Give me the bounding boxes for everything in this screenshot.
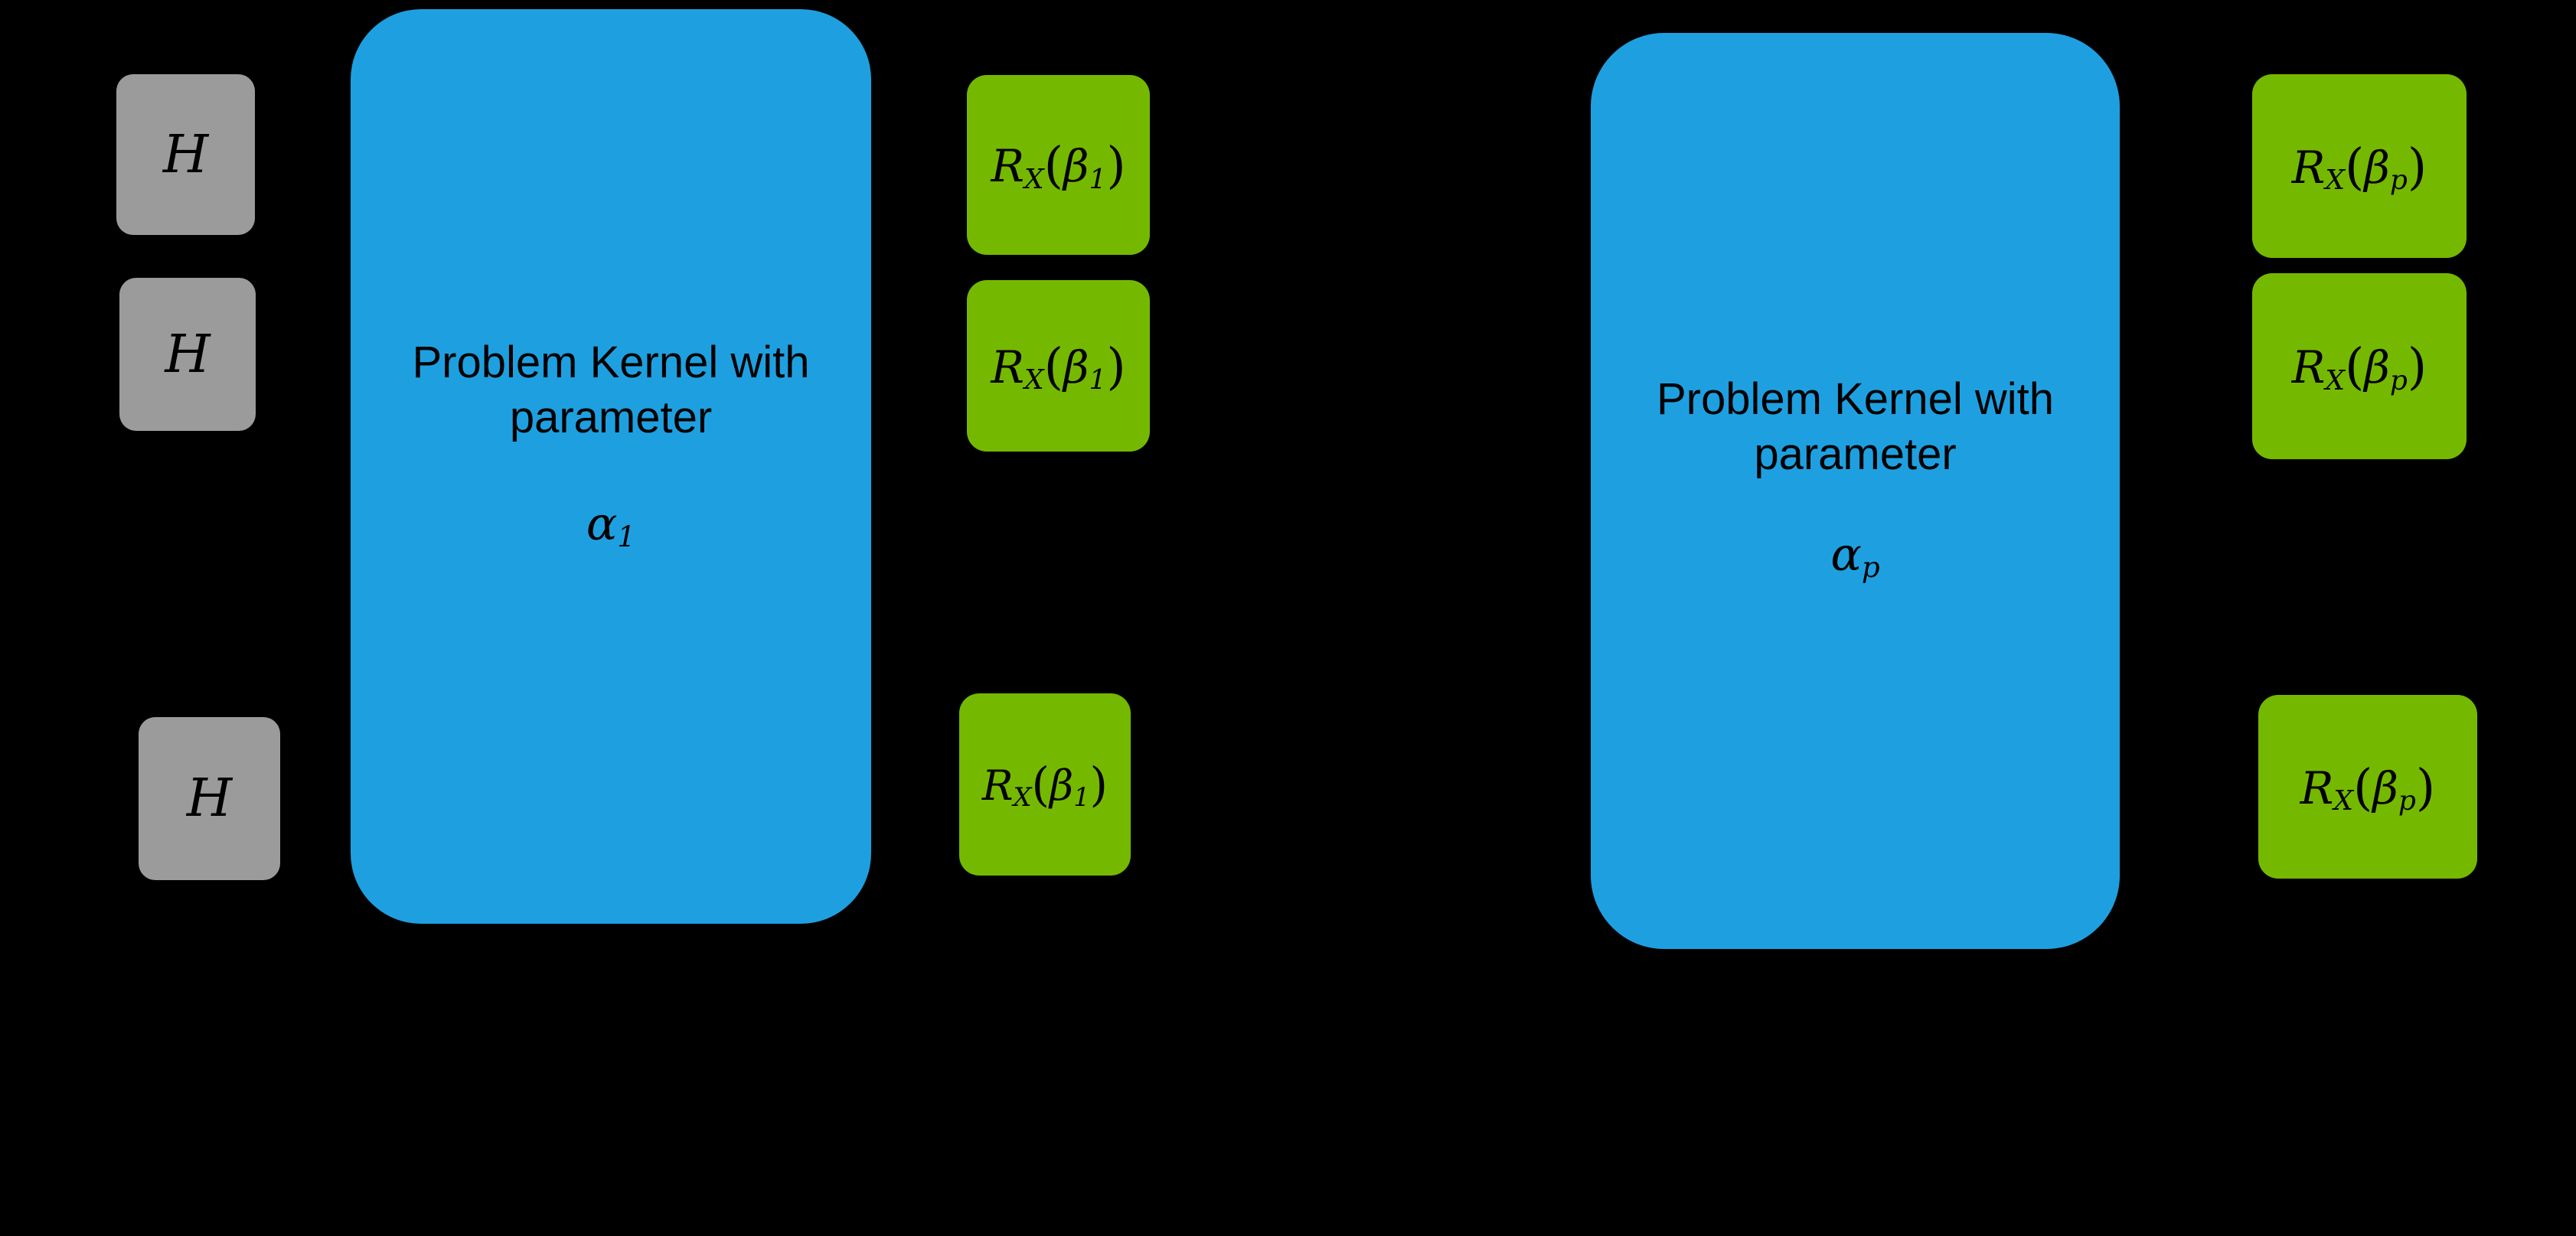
alpha-subscript: p [1861, 550, 1880, 584]
kernel-title-line1: Problem Kernel with [1657, 374, 2054, 424]
rx-mixer-gate: RX(βp) [2258, 695, 2477, 879]
paren-open: ( [2353, 758, 2373, 817]
beta-subscript: 1 [1089, 364, 1107, 396]
hadamard-gate-label: H [162, 124, 209, 185]
rx-gate-label: RX(β1) [991, 338, 1126, 396]
rx-mixer-gate: RX(β1) [967, 280, 1150, 452]
rx-symbol: R [991, 140, 1024, 192]
paren-open: ( [2345, 138, 2365, 196]
alpha-subscript: 1 [617, 519, 636, 553]
rx-axis-subscript: X [1013, 782, 1032, 813]
rx-gate-label: RX(βp) [2291, 138, 2427, 197]
rx-axis-subscript: X [1024, 163, 1044, 195]
kernel-title-line2: parameter [509, 393, 713, 442]
paren-open: ( [2345, 338, 2365, 396]
paren-close: ) [1106, 338, 1126, 396]
hadamard-gate: H [119, 278, 256, 431]
rx-axis-subscript: X [1024, 364, 1044, 396]
beta-symbol: β [1063, 140, 1089, 192]
rx-symbol: R [2291, 341, 2326, 393]
rx-symbol: R [991, 341, 1024, 393]
rx-gate-label: RX(β1) [991, 136, 1125, 194]
alpha-symbol: α [1830, 528, 1862, 582]
beta-symbol: β [2364, 341, 2390, 393]
rx-gate-label: RX(βp) [2291, 338, 2427, 396]
paren-open: ( [1043, 338, 1063, 396]
rx-mixer-gate: RX(β1) [959, 693, 1131, 876]
hadamard-gate: H [116, 74, 255, 235]
rx-gate-label: RX(β1) [981, 758, 1108, 813]
rx-symbol: R [2300, 761, 2334, 814]
kernel-title-line2: parameter [1754, 429, 1957, 479]
hadamard-gate: H [139, 717, 280, 880]
problem-kernel-title: Problem Kernel with parameter [351, 335, 871, 445]
rx-mixer-gate: RX(β1) [967, 75, 1150, 255]
paren-close: ) [2407, 338, 2427, 396]
alpha-symbol: α [586, 497, 618, 551]
kernel-parameter-alphap: αp [1591, 528, 2120, 584]
problem-kernel-alphap-block: Problem Kernel with parameter αp [1591, 33, 2120, 949]
rx-axis-subscript: X [2325, 364, 2346, 396]
beta-subscript: 1 [1073, 782, 1090, 813]
beta-symbol: β [2364, 141, 2390, 194]
paren-close: ) [1089, 758, 1108, 813]
beta-symbol: β [2372, 761, 2398, 814]
beta-subscript: p [2398, 785, 2416, 817]
rx-symbol: R [2291, 141, 2326, 194]
paren-close: ) [2415, 758, 2436, 817]
beta-subscript: p [2389, 364, 2408, 396]
hadamard-gate-label: H [165, 324, 211, 385]
paren-open: ( [1031, 758, 1050, 813]
paren-close: ) [1106, 137, 1126, 195]
rx-axis-subscript: X [2325, 165, 2346, 197]
kernel-parameter-alpha1: α1 [351, 497, 871, 553]
beta-subscript: p [2389, 165, 2408, 197]
rx-mixer-gate: RX(βp) [2252, 273, 2467, 459]
beta-symbol: β [1049, 761, 1074, 810]
paren-open: ( [1043, 137, 1063, 195]
rx-axis-subscript: X [2333, 785, 2354, 817]
problem-kernel-alpha1-block: Problem Kernel with parameter α1 [351, 9, 871, 924]
rx-symbol: R [981, 761, 1014, 810]
kernel-title-line1: Problem Kernel with [412, 338, 810, 387]
beta-subscript: 1 [1089, 163, 1107, 195]
rx-gate-label: RX(βp) [2300, 758, 2436, 817]
hadamard-gate-label: H [186, 768, 233, 829]
beta-symbol: β [1063, 341, 1089, 393]
rx-mixer-gate: RX(βp) [2252, 74, 2467, 258]
problem-kernel-title: Problem Kernel with parameter [1591, 372, 2120, 482]
paren-close: ) [2407, 138, 2427, 196]
